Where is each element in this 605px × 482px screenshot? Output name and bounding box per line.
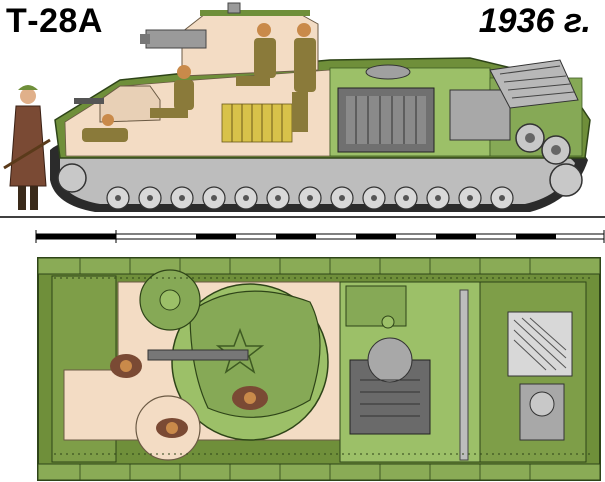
mg-turret	[99, 85, 161, 123]
engine-block	[337, 64, 435, 153]
top-main-gun	[147, 349, 249, 361]
top-crew-gunner	[232, 386, 268, 410]
ammo-rack	[221, 103, 293, 143]
main-gun-muzzle	[140, 34, 150, 44]
top-fuel-tank	[345, 285, 407, 327]
top-mg-hatch	[159, 289, 181, 311]
crew-commander	[292, 23, 316, 132]
top-transmission	[519, 383, 565, 441]
top-view	[37, 257, 601, 481]
crew-mg-gunner	[82, 114, 128, 142]
top-engine	[349, 337, 431, 435]
top-radiator-fan	[507, 311, 573, 377]
top-exhaust-pipe	[459, 289, 469, 461]
transmission	[449, 89, 571, 165]
top-track-right	[37, 463, 601, 481]
crew-gunner	[236, 23, 276, 86]
page-title-model: Т-28А	[6, 2, 103, 40]
turret-roof	[200, 10, 310, 16]
top-filler-cap	[381, 315, 395, 329]
idler-wheel	[57, 163, 87, 193]
rear-louvres	[489, 59, 579, 109]
cupola	[227, 2, 241, 14]
scale-bar	[35, 230, 605, 243]
soldier-figure	[3, 85, 51, 210]
red-star-icon	[215, 327, 265, 374]
road-wheel-hubs	[115, 195, 505, 201]
main-gun	[145, 29, 207, 49]
drive-sprocket	[549, 163, 583, 197]
page-title-year: 1936 г.	[478, 2, 591, 40]
mg-barrel	[74, 98, 104, 104]
top-track-links	[79, 258, 531, 480]
crew-driver	[150, 65, 194, 118]
top-crew-mg	[156, 418, 188, 438]
top-crew-driver	[110, 354, 142, 378]
top-main-turret	[189, 290, 321, 418]
side-view	[0, 2, 605, 218]
top-track-left	[37, 257, 601, 275]
